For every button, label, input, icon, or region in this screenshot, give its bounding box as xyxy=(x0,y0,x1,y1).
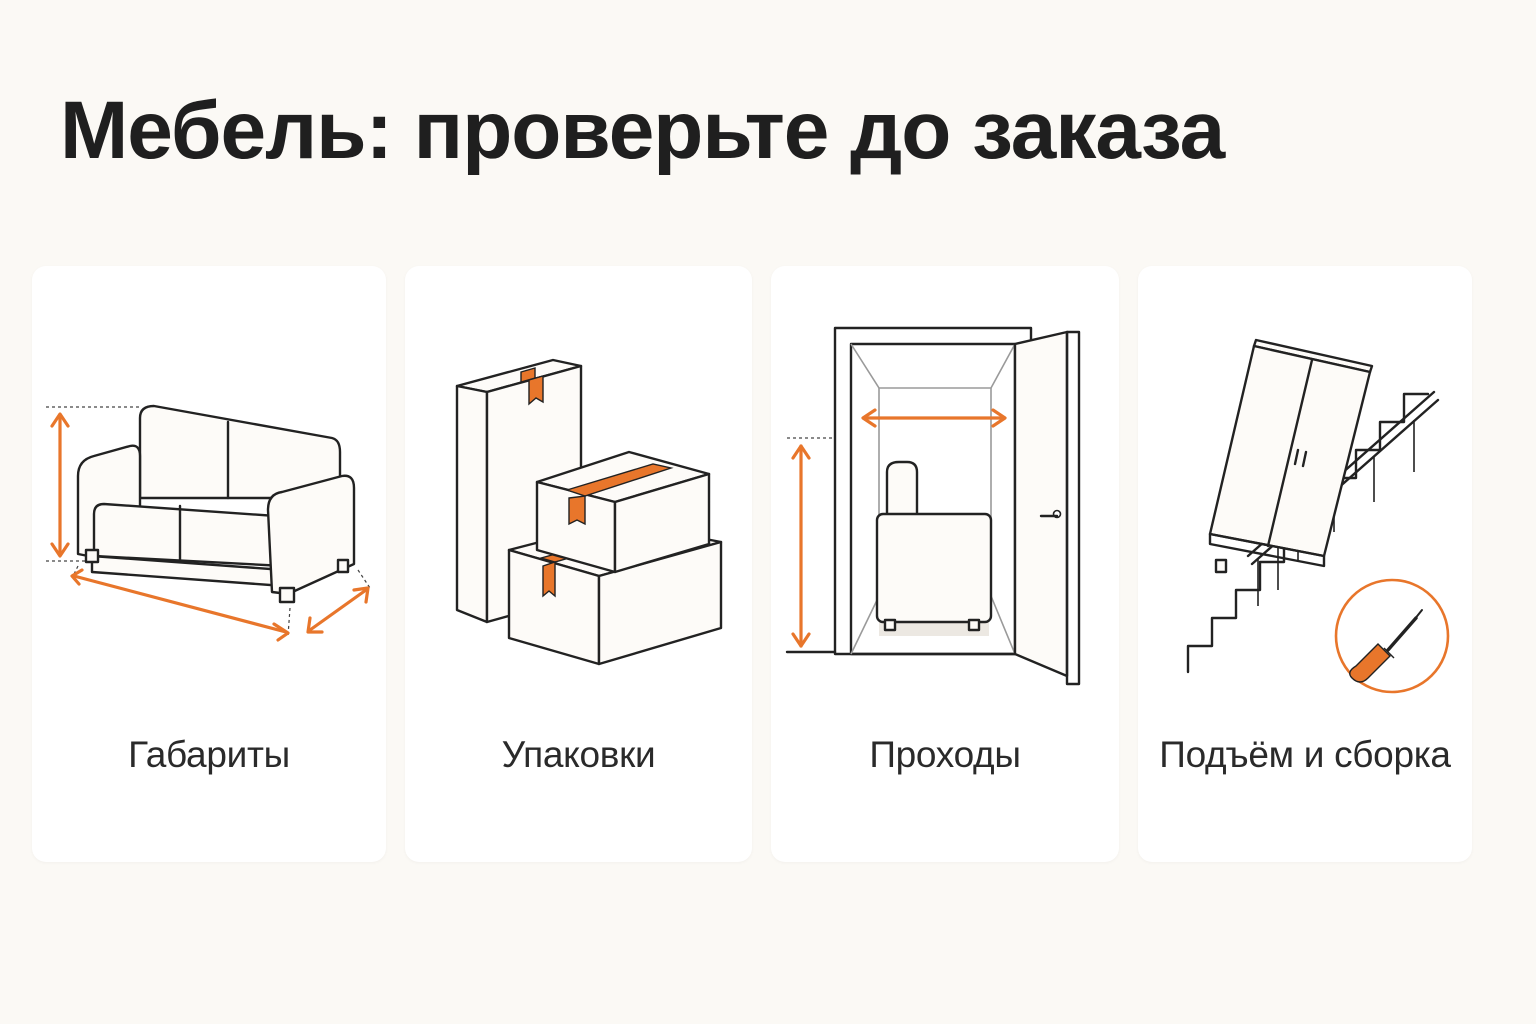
stairs-wardrobe-screwdriver-icon xyxy=(1186,338,1450,694)
card-dimensions[interactable]: Габариты xyxy=(32,266,386,862)
card-passages[interactable]: Проходы xyxy=(771,266,1119,862)
doorway-passage-icon xyxy=(785,326,1081,686)
sofa-dimensions-icon xyxy=(46,404,371,642)
card-label-lifting-assembly: Подъём и сборка xyxy=(1159,734,1451,775)
packages-boxes-icon xyxy=(455,358,723,666)
card-label-dimensions: Габариты xyxy=(128,734,290,775)
card-label-packages: Упаковки xyxy=(501,734,656,775)
card-label-passages: Проходы xyxy=(869,734,1021,775)
page-title: Мебель: проверьте до заказа xyxy=(60,85,1225,176)
card-lifting-assembly[interactable]: Подъём и сборка xyxy=(1138,266,1472,862)
card-packages[interactable]: Упаковки xyxy=(405,266,752,862)
